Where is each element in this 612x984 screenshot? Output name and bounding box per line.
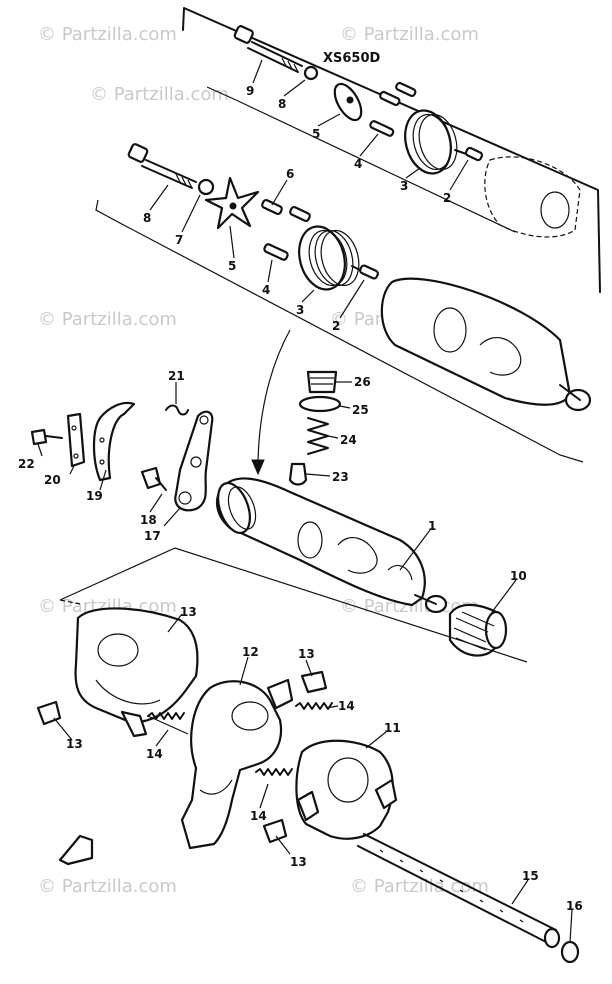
callout-17: 23 bbox=[332, 470, 349, 484]
shift-fork-left bbox=[74, 607, 199, 738]
callout-24: 20 bbox=[44, 473, 61, 487]
upper-shift-drum bbox=[380, 277, 592, 412]
guide-bar bbox=[357, 833, 561, 949]
callout-11: 12 bbox=[242, 645, 259, 659]
inset-parts bbox=[233, 25, 581, 238]
leader-lines bbox=[37, 59, 573, 943]
inset-pin-a bbox=[379, 90, 401, 106]
circlip bbox=[560, 940, 580, 964]
watermark-1: © Partzilla.com bbox=[38, 24, 177, 45]
watermark-4: © Partzilla.com bbox=[38, 309, 177, 330]
watermark-9: © Partzilla.com bbox=[350, 876, 489, 897]
callout-14-upper: 14 bbox=[338, 699, 355, 713]
stopper-lever bbox=[174, 410, 214, 512]
watermark-8: © Partzilla.com bbox=[38, 876, 177, 897]
inset-cam bbox=[404, 109, 473, 175]
callout-16: 16 bbox=[566, 899, 583, 913]
inset-pin-d bbox=[464, 146, 484, 162]
inset-drum bbox=[484, 156, 581, 238]
main-washer bbox=[197, 178, 215, 196]
main-pin-c bbox=[263, 243, 289, 261]
callout-7-inset: 8 bbox=[278, 97, 286, 111]
assembly-arrow bbox=[257, 329, 291, 469]
inset-pin-b bbox=[395, 81, 417, 97]
callout-8-inset: 9 bbox=[246, 84, 254, 98]
model-label: XS650D bbox=[323, 51, 381, 66]
inset-washer bbox=[303, 65, 319, 81]
callout-2-inset: 2 bbox=[443, 191, 451, 205]
callout-22: 18 bbox=[140, 513, 157, 527]
fork-assembly-frame bbox=[59, 547, 528, 663]
callout-4: 4 bbox=[262, 283, 270, 297]
detent-plunger bbox=[288, 462, 308, 486]
inset-bolt bbox=[233, 25, 303, 73]
callout-21: 17 bbox=[144, 529, 161, 543]
fwd-symbol bbox=[58, 834, 94, 866]
callout-14-left: 14 bbox=[146, 747, 163, 761]
callout-23: 19 bbox=[86, 489, 103, 503]
callout-3: 3 bbox=[296, 303, 304, 317]
callout-9: 10 bbox=[510, 569, 527, 583]
main-cam bbox=[298, 225, 369, 291]
callout-10: 11 bbox=[384, 721, 401, 735]
callout-18: 24 bbox=[340, 433, 357, 447]
callout-4-inset: 4 bbox=[354, 157, 362, 171]
callout-26: 21 bbox=[168, 369, 185, 383]
callout-14-lower: 14 bbox=[250, 809, 267, 823]
fork-pins bbox=[36, 670, 328, 844]
detent-assembly bbox=[288, 370, 342, 486]
needle-bearing bbox=[448, 603, 508, 657]
stopper-screw bbox=[30, 428, 48, 446]
callout-7: 7 bbox=[175, 233, 183, 247]
callout-13-upper: 13 bbox=[298, 647, 315, 661]
callout-2: 2 bbox=[332, 319, 340, 333]
main-pin-d bbox=[359, 264, 379, 280]
main-pin-a bbox=[261, 199, 283, 215]
watermarks: © Partzilla.com © Partzilla.com © Partzi… bbox=[38, 24, 489, 897]
shift-fork-center bbox=[180, 678, 294, 850]
detent-plug bbox=[306, 370, 338, 394]
stopper-spring bbox=[165, 404, 189, 416]
callout-13-lower: 13 bbox=[290, 855, 307, 869]
detent-washer bbox=[298, 395, 342, 413]
callout-1: 1 bbox=[428, 519, 436, 533]
xs650d-inset-frame bbox=[182, 7, 601, 293]
stopper-assembly bbox=[30, 401, 214, 512]
inset-pin-c bbox=[369, 120, 395, 137]
callout-20: 26 bbox=[354, 375, 371, 389]
main-shift-drum bbox=[215, 477, 448, 614]
main-pin-b bbox=[289, 206, 311, 222]
callout-8: 8 bbox=[143, 211, 151, 225]
detent-spring bbox=[307, 417, 329, 455]
callout-labels: 9 8 5 4 3 2 8 7 5 6 4 3 2 26 25 24 23 21… bbox=[18, 84, 583, 913]
watermark-3: © Partzilla.com bbox=[340, 24, 479, 45]
callout-13-left: 13 bbox=[66, 737, 83, 751]
watermark-2: © Partzilla.com bbox=[90, 84, 229, 105]
main-top-assembly bbox=[127, 143, 592, 412]
callout-15: 15 bbox=[522, 869, 539, 883]
main-bolt bbox=[127, 143, 197, 189]
callout-6: 6 bbox=[286, 167, 294, 181]
callout-19: 25 bbox=[352, 403, 369, 417]
callout-5-inset: 5 bbox=[312, 127, 320, 141]
fork-springs bbox=[147, 702, 333, 776]
shift-fork-right bbox=[295, 739, 398, 840]
callout-5: 5 bbox=[228, 259, 236, 273]
callout-25: 22 bbox=[18, 457, 35, 471]
callout-12: 13 bbox=[180, 605, 197, 619]
top-assembly-bracket bbox=[95, 199, 584, 463]
callout-3-inset: 3 bbox=[400, 179, 408, 193]
